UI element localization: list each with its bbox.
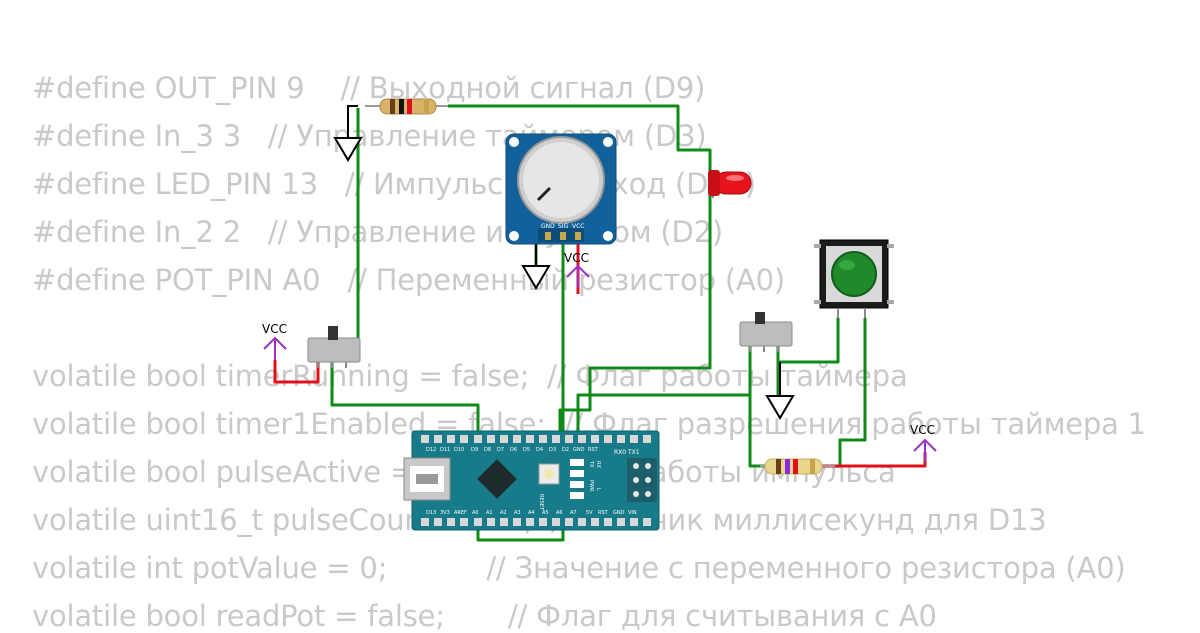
led-label-pwr: PWR xyxy=(588,480,594,492)
pin-label-d10: D10 xyxy=(454,447,464,453)
led-label-rx: RX xyxy=(595,461,601,468)
pin-label-a4: A4 xyxy=(528,510,535,516)
pin-label-d6: D6 xyxy=(510,447,517,453)
wire-switch-left-common[interactable] xyxy=(330,360,480,440)
pin-label-d11: D11 xyxy=(440,447,450,453)
vcc-pot: VCC xyxy=(564,251,590,288)
vcc-left: VCC xyxy=(262,322,287,360)
switch-handle[interactable] xyxy=(755,312,765,324)
knob-indicator xyxy=(536,186,552,202)
slide-switch-right[interactable] xyxy=(739,312,793,352)
pin-label-a1: A1 xyxy=(486,510,493,516)
led-label-tx: TX xyxy=(588,460,594,468)
pin-label-d13: D13 xyxy=(426,510,436,516)
pin-label-vin: VIN xyxy=(628,510,637,516)
wire-switch-right-to-resistor[interactable] xyxy=(748,395,768,468)
pin-label-d8: D8 xyxy=(484,447,491,453)
vcc-right: VCC xyxy=(910,423,937,462)
ground-icon xyxy=(521,265,551,290)
bottom-pin-row xyxy=(421,518,651,526)
pin-label-a6: A6 xyxy=(556,510,563,516)
pot-pin-vcc: VCC xyxy=(572,223,584,230)
vcc-label: VCC xyxy=(564,251,589,265)
pin-label-rst2: RST xyxy=(598,510,609,516)
wire-switch-right-to-d2[interactable] xyxy=(576,345,752,440)
code-line: volatile bool timerRunning = false; // Ф… xyxy=(32,359,908,393)
led-label-l: L xyxy=(595,488,601,491)
vcc-arrow-icon xyxy=(263,336,287,350)
pin-label-d12: D12 xyxy=(426,447,436,453)
pin-label-aref: AREF xyxy=(454,510,467,516)
switch-handle[interactable] xyxy=(328,326,338,340)
vcc-label: VCC xyxy=(262,322,287,336)
vcc-label: VCC xyxy=(910,423,935,437)
code-line: volatile int potValue = 0; // Значение с… xyxy=(32,551,1126,585)
code-line: volatile bool readPot = false; // Флаг д… xyxy=(32,599,937,633)
wire-resistor-to-led[interactable] xyxy=(448,104,712,185)
wire-vcc-right[interactable] xyxy=(822,452,927,468)
led-red[interactable] xyxy=(708,170,752,198)
pin-label-3v3: 3V3 xyxy=(440,510,450,516)
microcontroller-chip xyxy=(477,459,517,499)
vcc-arrow-icon xyxy=(566,264,590,278)
pin-label-a2: A2 xyxy=(500,510,507,516)
ground-pot xyxy=(521,240,551,290)
pin-label-gnd: GND xyxy=(573,447,585,453)
pot-pin-sig: SIG xyxy=(558,223,569,230)
wire-vcc-left[interactable] xyxy=(273,360,320,384)
wire-button-to-switch[interactable] xyxy=(778,318,840,364)
pin-label-gnd2: GND xyxy=(613,510,625,516)
ground-icon xyxy=(765,395,795,420)
reset-label: RESET xyxy=(538,494,544,511)
ground-left xyxy=(333,105,363,162)
wire-led-to-d13[interactable] xyxy=(558,190,712,440)
resistor-right[interactable] xyxy=(760,458,835,475)
top-pin-row xyxy=(421,435,651,443)
pin-label-d4: D4 xyxy=(536,447,543,453)
ground-icon xyxy=(333,137,363,162)
resistor-top[interactable] xyxy=(365,98,448,115)
button-cap-icon[interactable] xyxy=(831,251,877,297)
pin-label-d9: D9 xyxy=(471,447,478,453)
pin-label-d5: D5 xyxy=(523,447,530,453)
vcc-arrow-icon xyxy=(913,438,937,452)
arduino-nano[interactable]: RESET TX RX PWR L RX0 TX1 xyxy=(403,430,660,531)
pin-label-a7: A7 xyxy=(570,510,577,516)
pin-label-d3: D3 xyxy=(549,447,556,453)
header-label: RX0 TX1 xyxy=(614,449,640,456)
pin-label-a5: A5 xyxy=(542,510,549,516)
pot-pin-gnd: GND xyxy=(541,223,555,230)
pin-label-5v: 5V xyxy=(586,510,593,516)
pin-label-d7: D7 xyxy=(497,447,504,453)
pin-label-a3: A3 xyxy=(514,510,521,516)
pin-label-d2: D2 xyxy=(562,447,569,453)
potentiometer-module[interactable]: GND SIG VCC xyxy=(505,133,617,245)
ground-right xyxy=(765,362,795,420)
pin-label-a0: A0 xyxy=(472,510,479,516)
push-button[interactable] xyxy=(814,239,894,318)
pin-label-rst: RST xyxy=(588,447,599,453)
slide-switch-left[interactable] xyxy=(307,326,361,368)
wire-button-to-resistor[interactable] xyxy=(838,318,867,465)
